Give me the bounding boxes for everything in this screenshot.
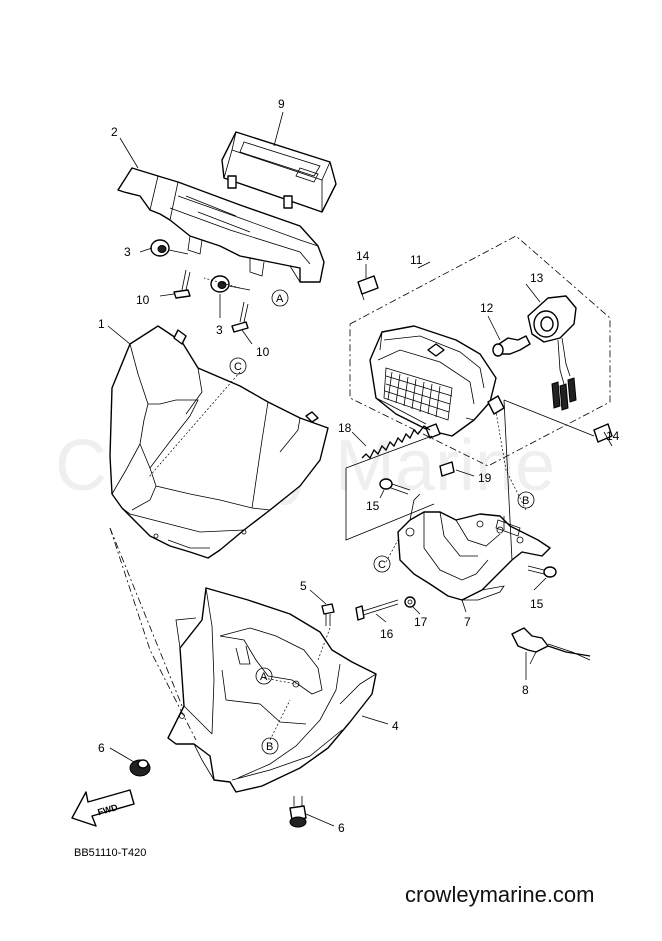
headlight-group-outline	[349, 235, 611, 467]
fastener-6-left	[129, 759, 151, 777]
callout-6a: 6	[98, 741, 105, 755]
callout-10a: 10	[136, 293, 150, 307]
callout-12: 12	[480, 301, 494, 315]
callout-15b: 15	[530, 597, 544, 611]
ref-c-upper: C	[234, 361, 242, 373]
fwd-arrow-icon: FWD	[71, 789, 135, 827]
callout-2: 2	[111, 125, 118, 139]
headlight-cowling	[109, 325, 329, 559]
meter-bracket	[117, 167, 325, 283]
bolt-16	[355, 599, 399, 621]
ref-c-lower: C	[378, 559, 386, 571]
bolt-upper	[173, 269, 191, 299]
dashed-reference-lines	[109, 277, 595, 741]
callout-numbers: 1 2 3 3 4 5 6 6 7 8 9 10 10 11 12 13 14 …	[98, 97, 620, 835]
brand-url: crowleymarine.com	[405, 882, 595, 907]
fastener-6-bottom	[289, 796, 307, 828]
callout-4: 4	[392, 719, 399, 733]
callout-1: 1	[98, 317, 105, 331]
ref-b-lower: B	[266, 741, 273, 753]
grommet-upper	[150, 239, 189, 257]
drawing-code: BB51110-T420	[74, 847, 146, 859]
bolt-15-upper	[379, 478, 411, 495]
callout-14a: 14	[356, 249, 370, 263]
washer-17	[404, 596, 416, 608]
callout-19: 19	[478, 471, 492, 485]
callout-9: 9	[278, 97, 285, 111]
socket-13	[527, 295, 577, 411]
clip-19	[439, 461, 455, 477]
ref-a-upper: A	[276, 293, 284, 305]
reference-letters: A A B B C C	[229, 289, 535, 755]
meter-assembly	[221, 131, 337, 213]
ref-b-upper: B	[522, 495, 529, 507]
callout-13: 13	[530, 271, 544, 285]
clip-14-upper	[357, 275, 379, 301]
callout-11: 11	[410, 253, 423, 267]
leader-lines	[107, 111, 613, 827]
callout-8: 8	[522, 683, 529, 697]
bolt-15-right	[527, 565, 557, 578]
callout-17: 17	[414, 615, 428, 629]
headlight-bracket	[397, 493, 551, 601]
callout-5: 5	[300, 579, 307, 593]
callout-10b: 10	[256, 345, 270, 359]
bulb-12	[492, 335, 531, 357]
spring-18	[361, 425, 431, 460]
callout-16: 16	[380, 627, 394, 641]
callout-3b: 3	[216, 323, 223, 337]
bolt-lower	[231, 301, 249, 333]
callout-14b: 14	[606, 429, 620, 443]
wire-band-8	[511, 627, 591, 665]
callout-7: 7	[464, 615, 471, 629]
callout-15a: 15	[366, 499, 380, 513]
inner-panel	[167, 587, 377, 793]
callout-18: 18	[338, 421, 352, 435]
screw-5	[321, 603, 335, 626]
grommet-lower	[210, 275, 251, 293]
lens-grid	[383, 367, 453, 421]
callout-6b: 6	[338, 821, 345, 835]
headlight-unit	[369, 325, 505, 439]
ref-a-lower: A	[260, 671, 268, 683]
callout-3a: 3	[124, 245, 131, 259]
